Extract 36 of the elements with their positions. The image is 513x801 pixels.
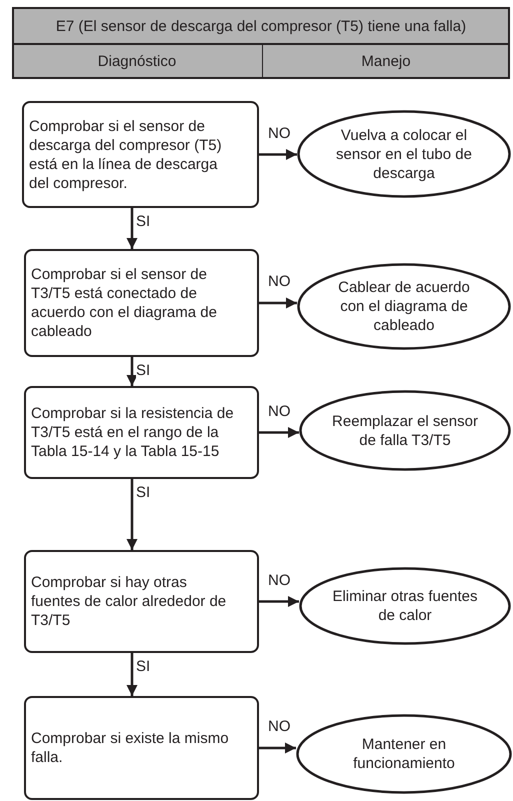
node-text: Comprobar si existe la mismo falla. (31, 729, 230, 767)
arrow (259, 297, 297, 309)
arrow (259, 742, 296, 754)
terminal-ellipse (296, 714, 512, 794)
node-text: Cablear de acuerdo con el diagrama de cableado (337, 278, 471, 335)
edge-label: NO (268, 404, 290, 420)
column-heading: Diagnóstico (96, 52, 178, 72)
arrow (126, 208, 138, 249)
column-heading: Manejo (360, 52, 412, 72)
node-text: Comprobar si el sensor de T3/T5 está conectado de acuerdo con el diagrama de cableado (31, 265, 218, 341)
arrow (259, 426, 299, 438)
terminal-ellipse (299, 567, 511, 645)
terminal-ellipse (299, 390, 511, 471)
node-text: Vuelva a colocar el sensor en el tubo de descarga (335, 126, 473, 182)
arrow (126, 653, 138, 696)
edge-label: SI (136, 363, 150, 379)
process-box (24, 249, 259, 357)
table-header-title: E7 (El sensor de descarga del compresor (T5) tiene una falla) (12, 7, 510, 45)
process-box (24, 696, 259, 800)
arrow (259, 148, 297, 160)
node-text: Eliminar otras fuentes de calor (331, 587, 479, 625)
arrow (126, 479, 138, 550)
node-text: Mantener en funcionamiento (352, 735, 456, 773)
node-text: Comprobar si el sensor de descarga del compresor (T5) está en la línea de descarga del compresor. (29, 116, 223, 192)
node-text: Comprobar si hay otras fuentes de calor alrededor de T3/T5 (31, 573, 228, 630)
node-text: Comprobar si la resistencia de T3/T5 está en el rango de la Tabla 15-14 y la Tabla 15-15 (31, 404, 235, 461)
node-text: Reemplazar el sensor de falla T3/T5 (331, 412, 479, 450)
edge-label: NO (268, 126, 290, 142)
process-box (22, 101, 259, 208)
process-box (24, 386, 259, 479)
arrow (126, 357, 138, 386)
terminal-ellipse (297, 110, 511, 198)
terminal-ellipse (297, 263, 511, 350)
process-box (24, 550, 259, 653)
arrow (259, 596, 299, 608)
edge-label: NO (268, 572, 290, 588)
